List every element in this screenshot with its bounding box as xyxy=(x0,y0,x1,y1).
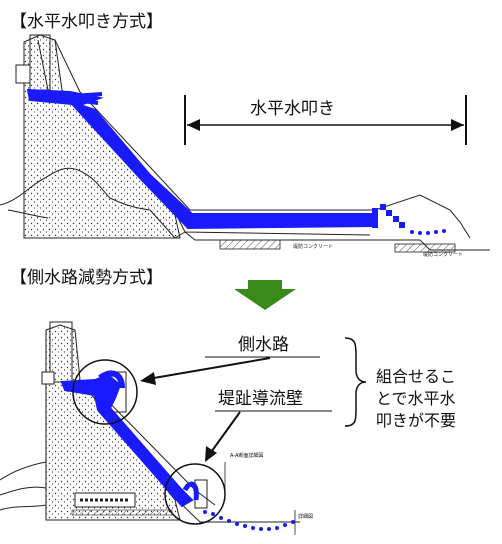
side-channel-highlight-circle xyxy=(72,359,138,425)
concrete-label-2: 堤防コンクリート xyxy=(423,252,464,258)
splash-top xyxy=(372,204,446,235)
top-section-title: 【水平水叩き方式】 xyxy=(10,12,163,32)
guide-wall-highlight-circle xyxy=(164,463,226,525)
callout-arrow-wall xyxy=(205,411,241,462)
water-flow-top xyxy=(26,88,373,230)
side-channel-label: 側水路 xyxy=(238,335,289,355)
section-detail-label: A-A断面詳細図 xyxy=(230,453,264,459)
apron-length-label: 水平水叩き xyxy=(250,99,335,119)
note-line-1: 組合せるこ xyxy=(376,367,457,386)
note-line-2: とで水平水 xyxy=(376,389,456,408)
note-line-3: 叩きが不要 xyxy=(376,411,457,430)
side-channel-dam-section xyxy=(0,321,367,535)
grouping-brace xyxy=(344,337,367,427)
callout-arrow-channel xyxy=(140,357,271,385)
tailwater-dots xyxy=(203,510,295,531)
bottom-section-title: 【側水路減勢方式】 xyxy=(10,268,163,288)
guide-wall-label: 堤趾導流壁 xyxy=(218,389,303,409)
detail-label: 詳細図 xyxy=(298,514,314,520)
apron-length-dimension xyxy=(184,95,467,145)
foundation-hatch-1 xyxy=(219,239,281,250)
concrete-label-1: 堤防コンクリート xyxy=(293,244,334,250)
terrain-line-top xyxy=(0,167,151,211)
horizontal-apron-dam-section xyxy=(0,34,490,253)
foundation-hatch-2 xyxy=(394,243,456,253)
transition-arrow xyxy=(234,280,296,310)
